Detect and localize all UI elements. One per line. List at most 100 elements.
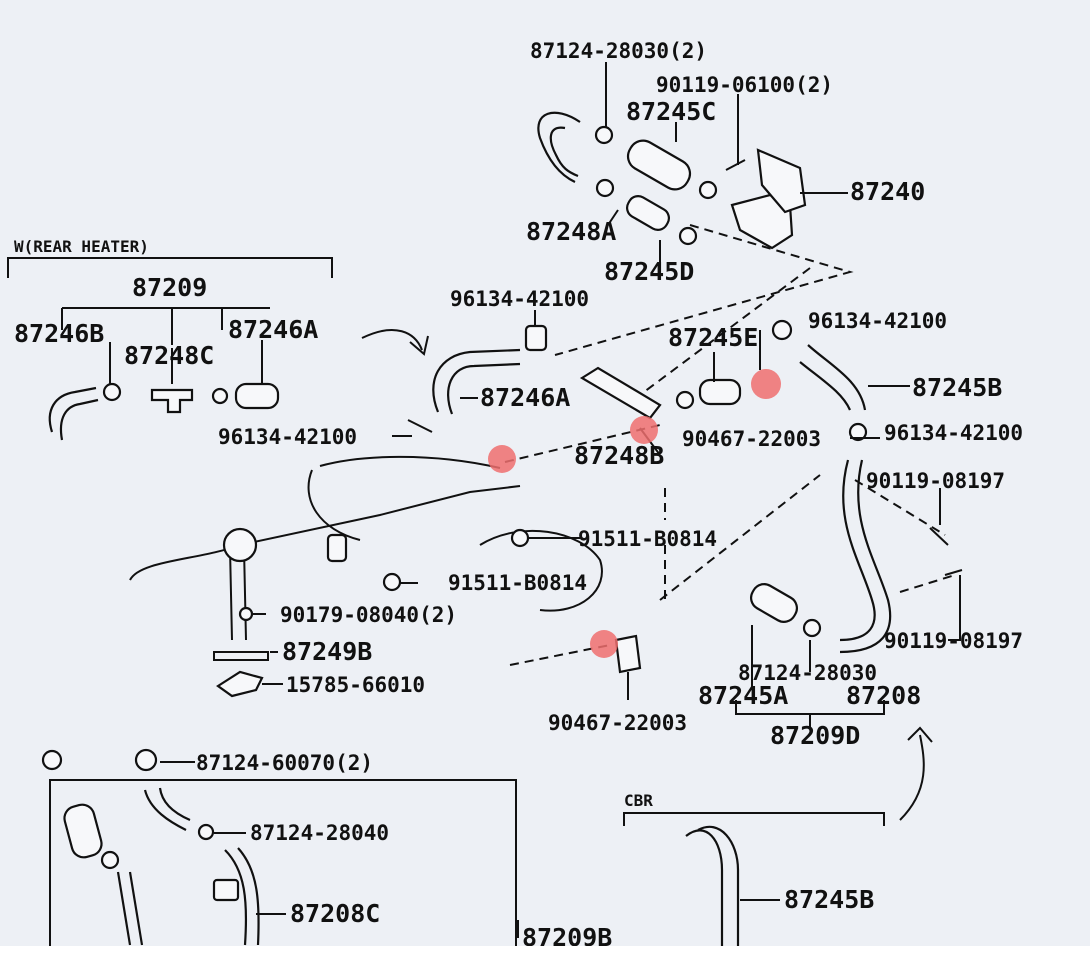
- part-label: 87246A: [480, 383, 570, 412]
- part-label: 87124-28030(2): [530, 39, 707, 63]
- part-label: 87209: [132, 273, 207, 302]
- pipe-87249B: [213, 547, 269, 661]
- rear-heater-bracket: [7, 257, 333, 278]
- clamp-lower-b: [100, 850, 120, 870]
- clamp-87124-28040: [197, 823, 215, 841]
- arrow-rear-heater: [361, 329, 423, 351]
- part-label: 87245B: [784, 885, 874, 914]
- clamp-lower-a: [41, 749, 63, 771]
- hose-87245C: [626, 139, 692, 191]
- bolt-91511-a: [510, 528, 530, 548]
- bracket-87208C: [212, 878, 240, 902]
- engine-outline-top: [129, 455, 521, 581]
- dash-line-87248B: [504, 424, 661, 463]
- clamp-87246A-rh: [211, 387, 229, 405]
- part-label: 90179-08040(2): [280, 603, 457, 627]
- 87209D-bracket: [735, 700, 885, 728]
- clamp-87124-28030: [802, 618, 822, 638]
- part-label: 96134-42100: [884, 421, 1023, 445]
- part-label: 87208C: [290, 899, 380, 928]
- clamp-96134-b: [524, 324, 548, 352]
- bracket-clip: [326, 533, 348, 563]
- part-label: 87124-28040: [250, 821, 389, 845]
- highlight-marker: [751, 369, 781, 399]
- hose-lower-a: [63, 803, 103, 859]
- part-label: 90119-08197: [866, 469, 1005, 493]
- part-label: 96134-42100: [450, 287, 589, 311]
- part-label: 91511-B0814: [578, 527, 717, 551]
- hose-87245E: [698, 378, 742, 406]
- bottom-margin: [0, 946, 1090, 959]
- part-label: 87246B: [14, 319, 104, 348]
- part-label: 87209D: [770, 721, 860, 750]
- hose-87246B: [48, 386, 99, 441]
- dash-line-top: [554, 224, 854, 356]
- dash-line-clamp: [509, 644, 611, 666]
- tee-87248C: [150, 388, 194, 414]
- dash-line-bolt-b: [899, 574, 956, 593]
- leader-lines: [109, 62, 961, 938]
- part-label: 87245A: [698, 681, 788, 710]
- part-label: 87245C: [626, 97, 716, 126]
- part-label: 87124-28030: [738, 661, 877, 685]
- pipe-87208: [839, 459, 892, 654]
- cbr-bracket: [623, 812, 885, 826]
- part-label: 87245E: [668, 323, 758, 352]
- part-label: 90119-06100(2): [656, 73, 833, 97]
- highlight-marker: [488, 445, 516, 473]
- part-label: 87248B: [574, 441, 664, 470]
- hose-87245A: [750, 583, 798, 623]
- lower-group-bracket: [49, 779, 517, 946]
- hose-87248A: [626, 195, 670, 231]
- clamp-87124-60070: [134, 748, 158, 772]
- 87209-bracket: [61, 307, 270, 345]
- dash-line-mid: [639, 267, 811, 396]
- bolt-90179: [238, 606, 254, 622]
- hose-87246A: [432, 348, 521, 415]
- highlight-marker: [590, 630, 618, 658]
- part-label: 87248A: [526, 217, 616, 246]
- highlight-marker: [630, 416, 658, 444]
- part-label: 87248C: [124, 341, 214, 370]
- hose-87248A-inner: [549, 126, 579, 178]
- clamp-87246B: [102, 382, 122, 402]
- part-label: 96134-42100: [808, 309, 947, 333]
- hose-87245B-right: [799, 344, 867, 411]
- part-label: 90119-08197: [884, 629, 1023, 653]
- dash-line-bolt-a: [854, 479, 946, 536]
- clamp-87245E: [675, 390, 695, 410]
- part-label: 87124-60070(2): [196, 751, 373, 775]
- pipe-87248B: [579, 366, 662, 420]
- clamp-d: [678, 226, 698, 246]
- part-label: 91511-B0814: [448, 571, 587, 595]
- clamp-96134-d: [848, 422, 868, 442]
- pipe-87208C: [224, 847, 260, 946]
- arrow-head-rear-heater: [409, 335, 429, 356]
- part-label: 90467-22003: [682, 427, 821, 451]
- part-label: 87246A: [228, 315, 318, 344]
- part-label: 15785-66010: [286, 673, 425, 697]
- gasket-15785: [216, 670, 264, 698]
- clamp-c: [698, 180, 718, 200]
- dash-line-lower: [659, 474, 821, 601]
- bolt-91511-b: [382, 572, 402, 592]
- arrow-cbr: [899, 734, 925, 821]
- clamp-96134-a: [771, 319, 793, 341]
- hose-87248A-upper: [537, 111, 581, 183]
- part-label: 96134-42100: [218, 425, 357, 449]
- bolts-90119-08197: [929, 527, 963, 576]
- part-label: 90467-22003: [548, 711, 687, 735]
- part-label: 87245B: [912, 373, 1002, 402]
- hose-lower-b: [143, 787, 191, 831]
- part-label: 87245D: [604, 257, 694, 286]
- cap-87249: [222, 527, 258, 563]
- screw-90119: [725, 159, 746, 171]
- rear-heater-group-label: W(REAR HEATER): [14, 237, 149, 256]
- arrow-head-cbr: [907, 726, 933, 743]
- part-label: 87249B: [282, 637, 372, 666]
- clamp-96134-c: [407, 419, 433, 433]
- valve-bracket: [756, 148, 807, 214]
- hose-87245B-cbr: [685, 825, 740, 946]
- part-label: 87240: [850, 177, 925, 206]
